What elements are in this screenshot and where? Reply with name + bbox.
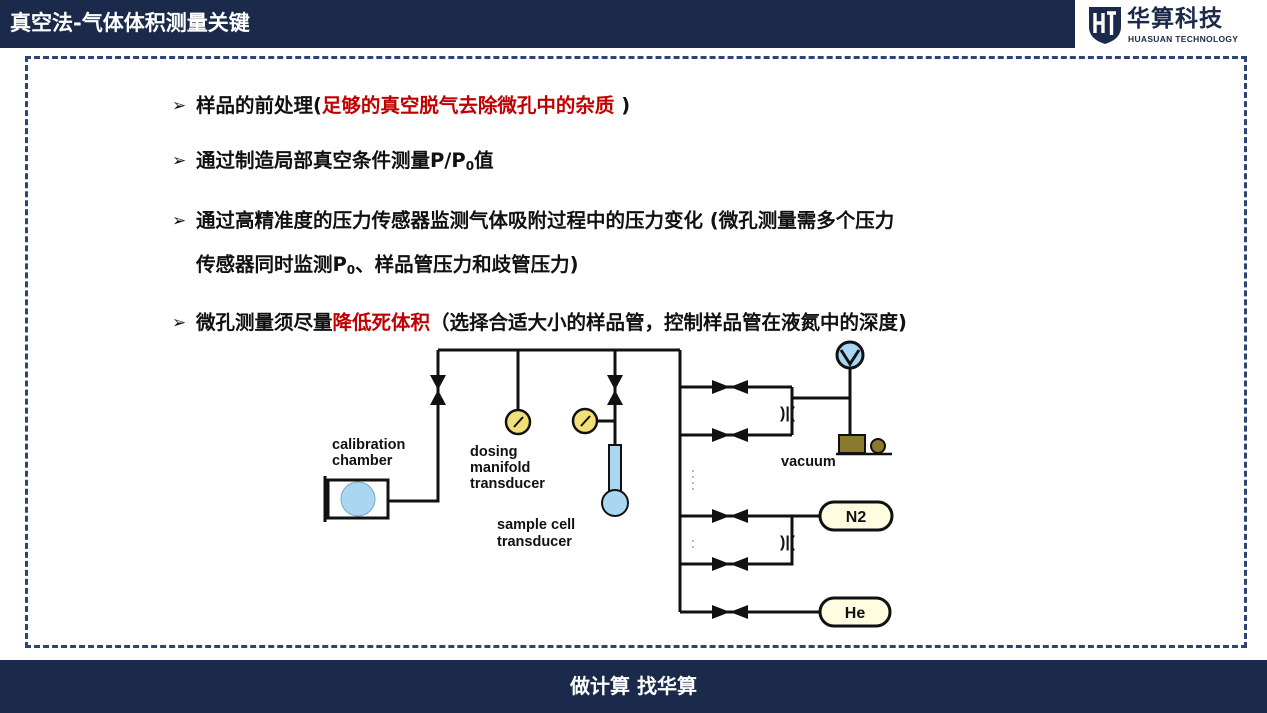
vacuum-gauge-icon [835, 340, 865, 370]
dosing-gauge-icon [504, 408, 532, 436]
restrictor-n2-icon: )|( [780, 534, 796, 551]
page-title: 真空法-气体体积测量关键 [10, 11, 250, 35]
calibration-label-1: calibration [332, 437, 405, 453]
svg-text:)|(: )|( [780, 405, 796, 422]
valve-vacuum-2-icon [712, 428, 748, 442]
company-logo: 华算科技 HUASUAN TECHNOLOGY [1086, 3, 1262, 47]
highlight-degas: 足够的真空脱气去除微孔中的杂质 [321, 94, 615, 117]
dosing-label-3: transducer [470, 476, 545, 492]
bullet-list: ➢样品的前处理(足够的真空脱气去除微孔中的杂质 ) ➢通过制造局部真空条件测量P… [172, 92, 1092, 337]
svg-text:)|(: )|( [780, 534, 796, 551]
bullet-pressure-sensor-cont: 传感器同时监测P0、样品管压力和歧管压力) [196, 253, 579, 277]
bullet-vacuum-measure: ➢通过制造局部真空条件测量P/P0值 [172, 149, 494, 173]
bullet-arrow-icon: ➢ [172, 151, 187, 171]
logo-subtitle: HUASUAN TECHNOLOGY [1128, 34, 1239, 44]
sample-label-1: sample cell [497, 517, 575, 533]
content-frame [25, 56, 1247, 648]
logo-name: 华算科技 [1127, 6, 1223, 32]
bullet-pretreatment: ➢样品的前处理(足够的真空脱气去除微孔中的杂质 ) [172, 92, 1092, 120]
dosing-label-2: manifold [470, 460, 530, 476]
footer-bar: 做计算 找华算 [0, 660, 1267, 713]
sample-label-2: transducer [497, 534, 572, 550]
valve-n2-1-icon [712, 509, 748, 523]
restrictor-vacuum-icon: )|( [780, 405, 796, 422]
logo-mark-icon [1089, 7, 1121, 44]
valve-sample-icon [607, 375, 623, 405]
bullet-arrow-icon: ➢ [172, 313, 187, 333]
valve-n2-2-icon [712, 557, 748, 571]
header-bar: 真空法-气体体积测量关键 [0, 0, 1075, 48]
calibration-chamber [323, 476, 390, 522]
sample-cell [601, 444, 629, 517]
vacuum-label: vacuum [781, 454, 836, 470]
valve-calibration-icon [430, 375, 446, 405]
sample-gauge-icon [571, 407, 599, 435]
footer-slogan: 做计算 找华算 [570, 674, 697, 698]
n2-label: N2 [846, 509, 867, 526]
bullet-arrow-icon: ➢ [172, 211, 187, 231]
bullet-dead-volume: ➢微孔测量须尽量降低死体积（选择合适大小的样品管，控制样品管在液氮中的深度) [172, 309, 1092, 337]
branch-n2-2 [680, 516, 794, 566]
bullet-pressure-sensor: ➢通过高精准度的压力传感器监测气体吸附过程中的压力变化 (微孔测量需多个压力 [172, 207, 1092, 235]
calibration-pipe [388, 350, 440, 503]
n2-tank: N2 [818, 500, 894, 532]
he-label: He [845, 605, 866, 622]
highlight-dead-volume: 降低死体积 [332, 311, 431, 334]
he-tank: He [818, 596, 892, 628]
vacuum-apparatus-diagram: )|( )|( N2 He calibration chamber dosing… [323, 340, 894, 628]
bullet-arrow-icon: ➢ [172, 96, 187, 116]
dosing-label-1: dosing [470, 444, 518, 460]
valve-he-icon [712, 605, 748, 619]
valve-vacuum-1-icon [712, 380, 748, 394]
calibration-label-2: chamber [332, 453, 393, 469]
vacuum-pump-icon [836, 434, 892, 456]
